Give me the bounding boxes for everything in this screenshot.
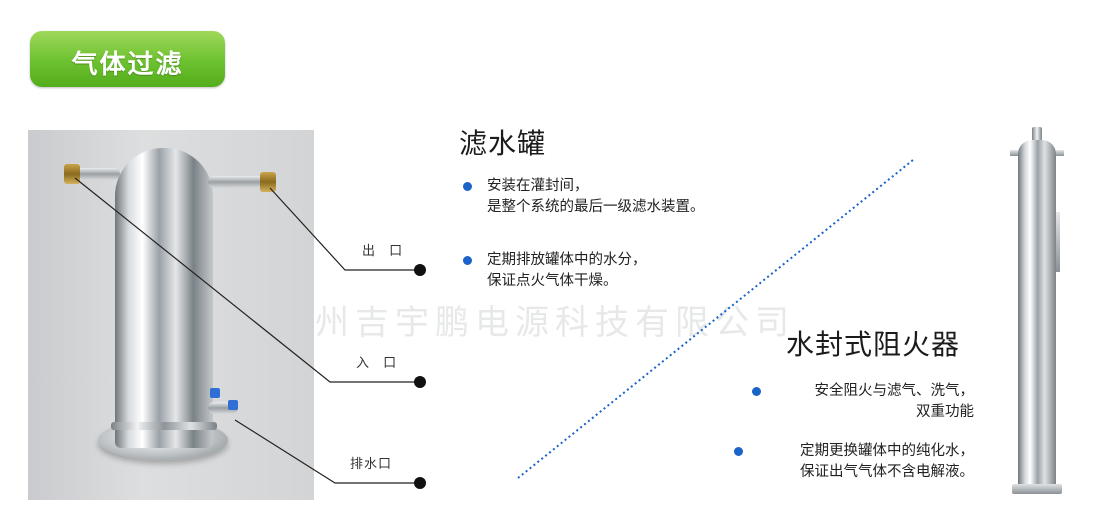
bullet-line: 双重功能: [916, 404, 974, 420]
drain-dot: [414, 477, 426, 489]
bullet-dot: [463, 256, 472, 265]
outlet-fitting: [260, 172, 276, 192]
outlet-pipe: [208, 176, 264, 188]
bullet-dot: [734, 447, 743, 456]
drain-valve-cap: [228, 400, 238, 410]
flame-arrester-photo: [1018, 140, 1056, 490]
filter-tank-bullet-2: 定期排放罐体中的水分， 保证点火气体干燥。: [463, 250, 647, 292]
bullet-line: 保证点火气体干燥。: [487, 273, 618, 289]
bullet-line: 保证出气气体不含电解液。: [800, 464, 974, 480]
bullet-line: 是整个系统的最后一级滤水装置。: [487, 199, 705, 215]
company-watermark: 苏州吉宇鹏电源科技有限公司: [275, 303, 795, 343]
outlet-leader: [269, 187, 420, 271]
inlet-label: 入 口: [356, 356, 402, 371]
inlet-dot: [414, 376, 426, 388]
bullet-dot: [463, 182, 472, 191]
arrester-bullet-1: 安全阻火与滤气、洗气， 双重功能: [752, 381, 975, 423]
bullet-dot: [752, 387, 761, 396]
arrester-top-valve: [1032, 127, 1042, 143]
section-title: 气体过滤: [71, 50, 184, 80]
inlet-leader: [74, 177, 420, 383]
drain-leader: [234, 419, 420, 484]
section-title-badge: 气体过滤: [30, 31, 225, 87]
tank-bottom-band: [111, 422, 217, 430]
arrester-side-port: [1010, 150, 1018, 156]
filter-tank-title: 滤水罐: [459, 127, 547, 160]
outlet-label: 出 口: [362, 244, 408, 259]
arrester-bullet-2: 定期更换罐体中的纯化水， 保证出气气体不含电解液。: [734, 441, 974, 483]
arrester-foot: [1012, 484, 1062, 494]
arrester-sight-tube: [1056, 212, 1060, 272]
filter-tank-bullet-1: 安装在灌封间， 是整个系统的最后一级滤水装置。: [463, 176, 705, 218]
bullet-line: 定期排放罐体中的水分，: [487, 252, 647, 268]
outlet-dot: [414, 264, 426, 276]
inlet-pipe: [70, 168, 120, 180]
arrester-title: 水封式阻火器: [786, 328, 961, 361]
tank-body: [115, 148, 213, 448]
bullet-line: 安全阻火与滤气、洗气，: [814, 383, 975, 399]
bullet-line: 安装在灌封间，: [487, 178, 589, 194]
drain-valve-cap: [210, 388, 220, 398]
drain-label: 排水口: [350, 457, 393, 472]
arrester-side-port: [1056, 150, 1064, 156]
bullet-line: 定期更换罐体中的纯化水，: [800, 443, 974, 459]
filter-tank-photo: [28, 130, 314, 500]
